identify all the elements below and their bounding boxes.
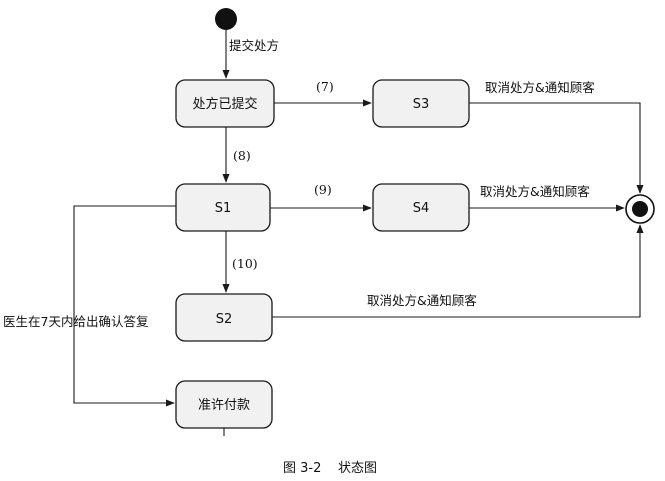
- state-s1: S1: [175, 183, 271, 232]
- final-state-node: [625, 194, 655, 224]
- state-submitted-label: 处方已提交: [192, 96, 257, 112]
- state-s4: S4: [372, 183, 470, 232]
- state-s2: S2: [175, 293, 273, 342]
- transition-7-label: (7): [316, 79, 334, 94]
- state-submitted: 处方已提交: [175, 79, 275, 128]
- figure-number: 图 3-2: [283, 461, 321, 476]
- figure-caption: 图 3-2 状态图: [283, 461, 377, 476]
- state-s1-label: S1: [215, 201, 232, 216]
- s3-to-final-arrow: [469, 102, 644, 194]
- s2-to-final-arrow: [272, 224, 644, 318]
- state-s3: S3: [372, 79, 470, 128]
- initial-transition-label: 提交处方: [229, 38, 279, 53]
- s4-cancel-label: 取消处方&通知顾客: [480, 184, 590, 199]
- doctor-confirm-label: 医生在7天内给出确认答复: [3, 314, 149, 329]
- state-s3-label: S3: [413, 97, 430, 112]
- transition-9-label: (9): [314, 182, 332, 197]
- state-s2-label: S2: [216, 312, 233, 327]
- transition-8-label: (8): [233, 148, 251, 163]
- transition-10-label: (10): [232, 256, 258, 271]
- state-approve-payment-label: 准许付款: [198, 398, 250, 413]
- state-s4-label: S4: [413, 201, 430, 216]
- figure-title: 状态图: [338, 461, 377, 476]
- state-approve-payment: 准许付款: [175, 380, 273, 429]
- initial-state-node: [215, 8, 237, 30]
- s3-cancel-label: 取消处方&通知顾客: [485, 80, 595, 95]
- doctor-confirm-arrow: [73, 205, 176, 407]
- s2-cancel-label: 取消处方&通知顾客: [367, 293, 477, 308]
